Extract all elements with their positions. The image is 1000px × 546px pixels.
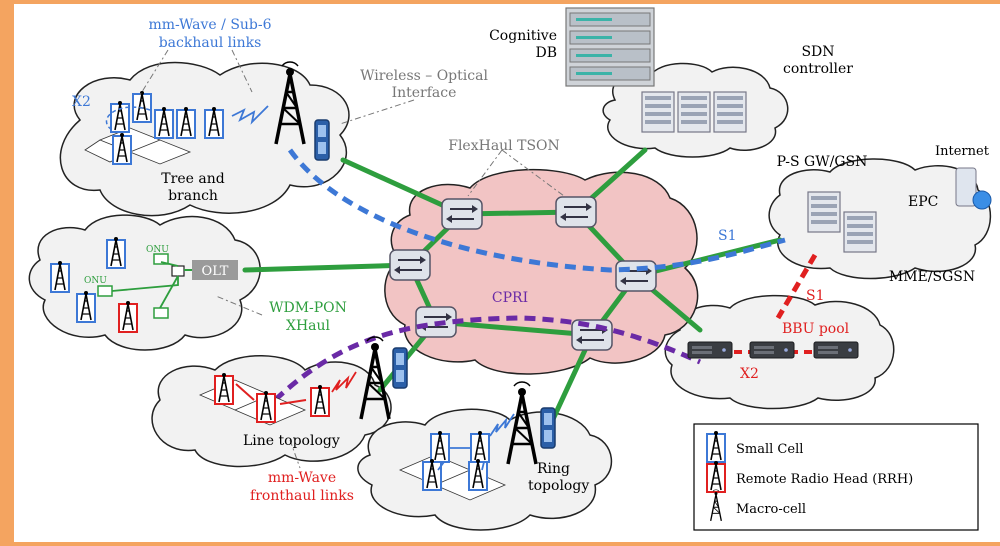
rrh-icon: [707, 461, 725, 492]
cpri-label: CPRI: [492, 290, 528, 306]
legend-macro-cell-label: Macro-cell: [736, 502, 806, 517]
wdm-pon-cells: ONU ONU: [51, 237, 192, 332]
x2-right-label: X2: [740, 366, 759, 382]
legend-rrh-label: Remote Radio Head (RRH): [736, 472, 913, 487]
ring-topology-cells: [398, 380, 556, 501]
wdm-pon-label-1: WDM-PON: [269, 300, 347, 316]
s1-backhaul-link: [287, 148, 786, 273]
mmwave-backhaul-label-1: mm-Wave / Sub-6: [148, 17, 271, 33]
line-topology-label: Line topology: [243, 433, 340, 449]
sdn-label-2: controller: [783, 61, 853, 77]
cognitive-db-label-2: DB: [535, 45, 557, 61]
internet-label: Internet: [935, 144, 990, 159]
cognitive-db-label-1: Cognitive: [489, 28, 557, 44]
sdn-controller-servers: [641, 91, 747, 133]
s1-mid-label: S1: [806, 288, 825, 304]
wireless-optical-label-2: Interface: [392, 85, 457, 101]
bbu-racks: [687, 341, 859, 359]
s1-top-label: S1: [718, 228, 737, 244]
wireless-optical-label-1: Wireless – Optical: [360, 68, 488, 84]
mmwave-backhaul-label-2: backhaul links: [159, 35, 262, 51]
switch-icon: [555, 196, 597, 228]
line-topology-cells: [198, 335, 408, 426]
psgw-label: P-S GW/GSN: [777, 154, 868, 170]
olt-box: OLT: [192, 260, 238, 280]
small-cell-icon: [707, 431, 725, 462]
network-diagram: OLT ONU ONU: [28, 7, 992, 531]
legend: Small Cell Remote Radio Head (RRH) Macro…: [693, 423, 979, 531]
x2-left-label: X2: [72, 94, 91, 110]
bbu-pool-label: BBU pool: [782, 321, 850, 337]
mme-label: MME/SGSN: [889, 269, 975, 285]
cpri-fronthaul-link: [273, 315, 702, 402]
flexhaul-label: FlexHaul TSON: [448, 138, 560, 154]
wdm-pon-label-2: XHaul: [286, 318, 331, 334]
ring-topology-label-2: topology: [528, 478, 589, 494]
diagram-canvas: OLT ONU ONU: [14, 4, 1000, 542]
switch-icon: [615, 260, 657, 292]
text-labels: mm-Wave / Sub-6 backhaul links X2 Wirele…: [72, 17, 990, 504]
onu-label: ONU: [146, 245, 169, 255]
legend-small-cell-label: Small Cell: [736, 442, 803, 457]
switch-icon: [571, 319, 613, 351]
tree-branch-label-1: Tree and: [161, 171, 224, 187]
mmwave-fronthaul-label-2: fronthaul links: [250, 488, 354, 504]
tree-branch-label-2: branch: [168, 188, 218, 204]
switch-icon: [441, 198, 483, 230]
s1-epc-bbu-link: [775, 253, 818, 320]
internet-server-icon: [955, 167, 992, 210]
epc-cloud: [768, 158, 992, 280]
mmwave-fronthaul-label-1: mm-Wave: [268, 470, 336, 486]
annotation-pointers: [139, 49, 565, 469]
ring-topology-label-1: Ring: [537, 461, 570, 477]
tree-branch-cells: [84, 60, 330, 164]
cognitive-db-server: [565, 7, 655, 87]
switch-icon: [389, 249, 431, 281]
sdn-label-1: SDN: [801, 44, 834, 60]
epc-label: EPC: [908, 194, 938, 210]
onu-label: ONU: [84, 276, 107, 286]
olt-label: OLT: [202, 264, 229, 279]
